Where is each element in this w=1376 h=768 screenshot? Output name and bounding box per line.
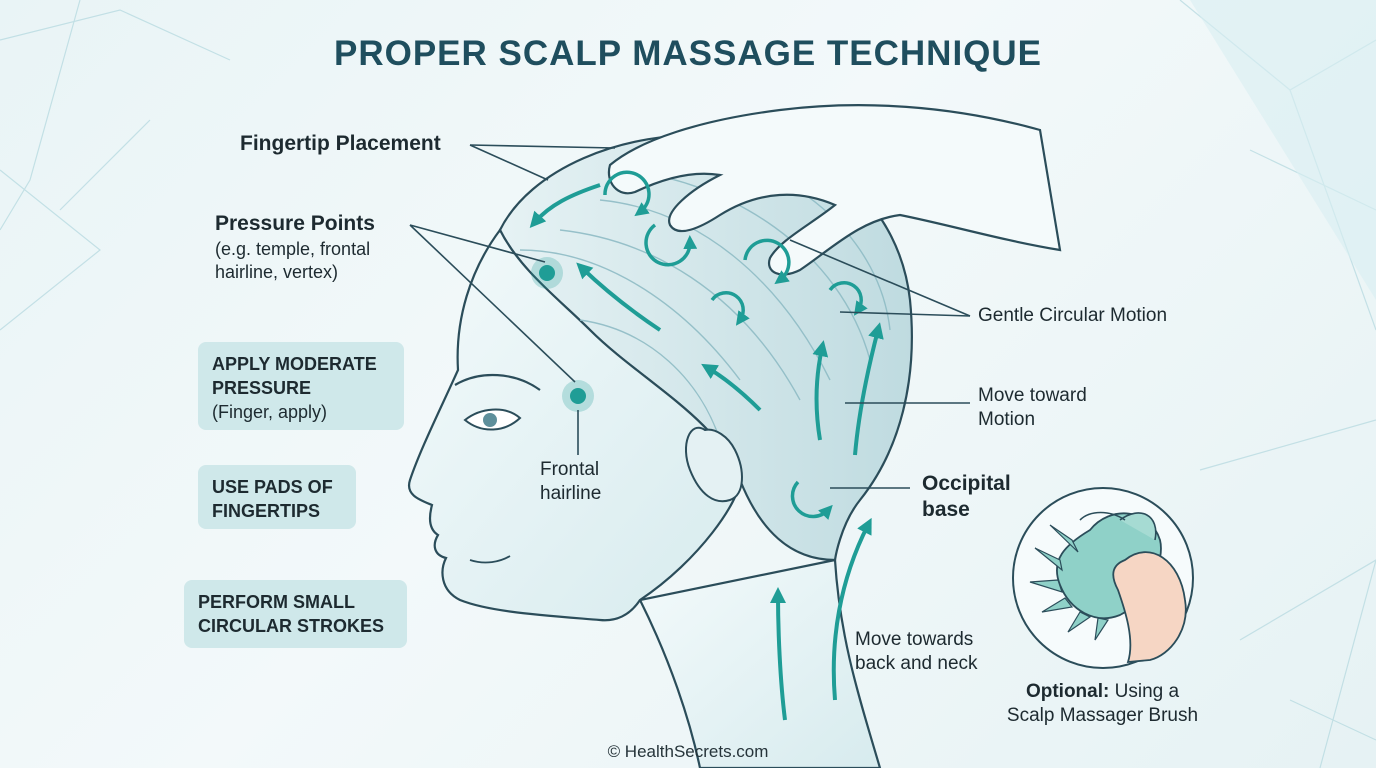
tip-box-pads-of-fingertips: USE PADS OF FINGERTIPS	[198, 465, 356, 529]
tip-1-line-2: PRESSURE	[212, 378, 312, 398]
label-move-toward-1: Move toward	[978, 385, 1087, 406]
tip-box-moderate-pressure: APPLY MODERATE PRESSURE (Finger, apply)	[198, 342, 404, 430]
label-pressure-points: Pressure Points	[215, 212, 375, 235]
page-title: PROPER SCALP MASSAGE TECHNIQUE	[333, 34, 1043, 73]
label-optional-brush: Optional: Using a	[1000, 680, 1205, 704]
label-frontal-hairline-1: Frontal	[540, 459, 600, 480]
tip-3-line-2: CIRCULAR STROKES	[198, 616, 385, 636]
pressure-point-frontal-hairline	[562, 380, 594, 412]
label-pressure-points-detail-1: (e.g. temple, frontal	[215, 239, 371, 259]
label-frontal-hairline-2: hairline	[540, 483, 602, 504]
label-pressure-points-detail-2: hairline, vertex)	[215, 262, 339, 282]
hand	[607, 104, 1062, 276]
tip-2-line-1: USE PADS OF	[212, 477, 333, 497]
tip-1-line-1: APPLY MODERATE	[212, 354, 377, 374]
callout-lines	[409, 144, 971, 489]
massager-brush-inset	[1012, 487, 1194, 669]
label-fingertip-placement: Fingertip Placement	[240, 132, 441, 155]
tip-1-line-3: (Finger, apply)	[212, 402, 328, 422]
tip-2-line-2: FINGERTIPS	[212, 501, 321, 521]
face	[407, 227, 742, 622]
circular-motion-marks	[603, 170, 868, 520]
label-optional-bold: Optional:	[1025, 681, 1110, 702]
label-optional-brush-line-2: Scalp Massager Brush	[1006, 705, 1199, 726]
label-occipital-2: base	[922, 498, 970, 521]
footer-copyright: © HealthSecrets.com	[607, 742, 769, 761]
label-move-toward-2: Motion	[978, 409, 1036, 430]
ear	[685, 426, 743, 503]
label-optional-rest: Using a	[1109, 681, 1180, 702]
tip-3-line-1: PERFORM SMALL	[198, 592, 355, 612]
direction-arrows	[529, 183, 884, 721]
pressure-point-vertex	[531, 257, 563, 289]
label-occipital-1: Occipital	[922, 472, 1011, 495]
label-move-towards-back-2: back and neck	[855, 653, 978, 674]
label-move-towards-back-1: Move towards	[855, 629, 974, 650]
tip-box-circular-strokes: PERFORM SMALL CIRCULAR STROKES	[184, 580, 407, 648]
label-gentle-circular-motion: Gentle Circular Motion	[978, 305, 1168, 326]
